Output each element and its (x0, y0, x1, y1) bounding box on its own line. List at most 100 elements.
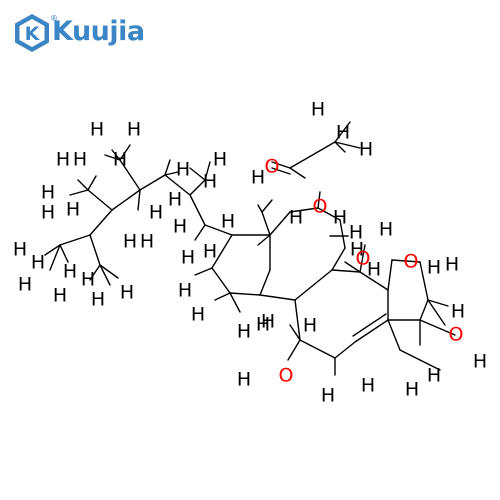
bond-line (49, 244, 61, 271)
bond-line (137, 189, 141, 211)
bond-line (354, 319, 389, 343)
bond-line (204, 161, 211, 181)
bond-line (189, 194, 206, 226)
bond-line (419, 359, 441, 371)
bond-line (317, 207, 341, 221)
hydrogen-atom-label: H (379, 219, 393, 241)
hydrogen-atom-label: H (41, 182, 55, 204)
bond-line (194, 224, 206, 241)
hydrogen-atom-label: H (73, 149, 87, 171)
bond-line (359, 244, 366, 273)
oxygen-atom-label: O (265, 156, 280, 178)
bond-line (211, 267, 231, 294)
bond-line (299, 339, 336, 359)
bond-line (387, 319, 401, 351)
hydrogen-atom-label: H (91, 289, 105, 311)
hydrogen-atom-label: H (289, 207, 303, 229)
bond-line (189, 167, 206, 181)
hydrogen-atom-label: H (303, 315, 317, 337)
bond-line (419, 319, 456, 336)
bond-lines (44, 121, 456, 376)
bond-line (331, 247, 346, 271)
hydrogen-atom-label: H (56, 149, 70, 171)
hydrogen-atom-label: H (113, 149, 127, 171)
hydrogen-atom-label: H (213, 149, 227, 171)
hydrogen-atom-label: H (445, 254, 459, 276)
bond-line (261, 211, 271, 236)
hydrogen-atom-label: H (41, 202, 55, 224)
bond-line (261, 199, 273, 213)
bond-line (87, 189, 113, 211)
oxygen-atom-label: O (449, 324, 464, 346)
bond-line (344, 261, 361, 273)
bond-line (89, 234, 101, 266)
registered-mark: ® (50, 14, 58, 23)
hydrogen-atom-label: H (66, 199, 80, 221)
hydrogen-atom-label: H (451, 301, 465, 323)
hydrogen-atom-label: H (237, 369, 251, 391)
bond-line (194, 267, 213, 276)
bond-line (257, 234, 271, 246)
hydrogen-atom-label: H (18, 274, 32, 296)
hydrogen-atom-label: H (256, 314, 270, 336)
hydrogen-atom-label: H (321, 385, 335, 407)
hydrogen-atom-label: H (140, 231, 154, 253)
hydrogen-atom-label: H (359, 139, 373, 161)
bond-line (289, 207, 319, 213)
hydrogen-atom-label: H (427, 365, 441, 387)
hydrogen-atom-label: H (191, 304, 205, 326)
bond-line (77, 179, 89, 191)
oxygen-atom-label: O (404, 251, 419, 273)
hydrogen-atom-label: H (127, 119, 141, 141)
hydrogen-atom-label: H (63, 261, 77, 283)
bond-line (334, 341, 356, 359)
bond-line (427, 299, 449, 307)
bond-line (211, 234, 233, 269)
brand-name: Kuujia (52, 16, 145, 47)
logo-mark: K (25, 23, 41, 45)
bond-line (334, 141, 346, 153)
hydrogen-atom-label: H (90, 119, 104, 141)
bond-line (334, 141, 361, 149)
bond-line (269, 211, 291, 236)
bond-line (419, 261, 429, 301)
bond-line (87, 175, 97, 191)
hydrogen-atom-label: H (427, 257, 441, 279)
bond-line (89, 264, 101, 281)
hydrogen-atom-label: H (367, 259, 381, 281)
bond-line (359, 271, 389, 291)
hydrogen-atom-label: H (181, 247, 195, 269)
bond-line (419, 299, 429, 321)
bond-line (139, 174, 166, 191)
bond-line (189, 179, 206, 196)
bond-line (317, 191, 321, 209)
bond-line (164, 171, 179, 176)
bond-line (259, 269, 271, 296)
hydrogen-atom-label: H (53, 285, 67, 307)
bond-line (119, 159, 141, 191)
bond-line (427, 299, 446, 326)
hydrogen-atom-label: H (261, 311, 275, 333)
hydrogen-atom-label: H (333, 207, 347, 229)
hydrogen-atom-label: H (251, 167, 265, 189)
hydrogen-atom-label: H (349, 222, 363, 244)
bond-line (257, 204, 263, 213)
bond-line (229, 292, 261, 296)
hydrogen-atom-label: H (336, 122, 350, 144)
bond-line (271, 167, 291, 175)
hydrogen-atom-label: H (176, 159, 190, 181)
bond-line (294, 269, 333, 301)
hydrogen-atom-label: H (311, 99, 325, 121)
hydrogen-atom-label: H (149, 202, 163, 224)
bond-line (119, 144, 131, 161)
bond-line (289, 167, 306, 179)
bond-line (104, 154, 121, 161)
bond-line (89, 209, 113, 236)
bond-line (59, 244, 69, 263)
hydrogen-atom-label: H (168, 189, 182, 211)
bond-line (334, 121, 351, 143)
hydrogen-atom-label: H (31, 252, 45, 274)
oxygen-atom-label: O (313, 196, 328, 218)
hydrogen-atom-label: H (173, 216, 187, 238)
